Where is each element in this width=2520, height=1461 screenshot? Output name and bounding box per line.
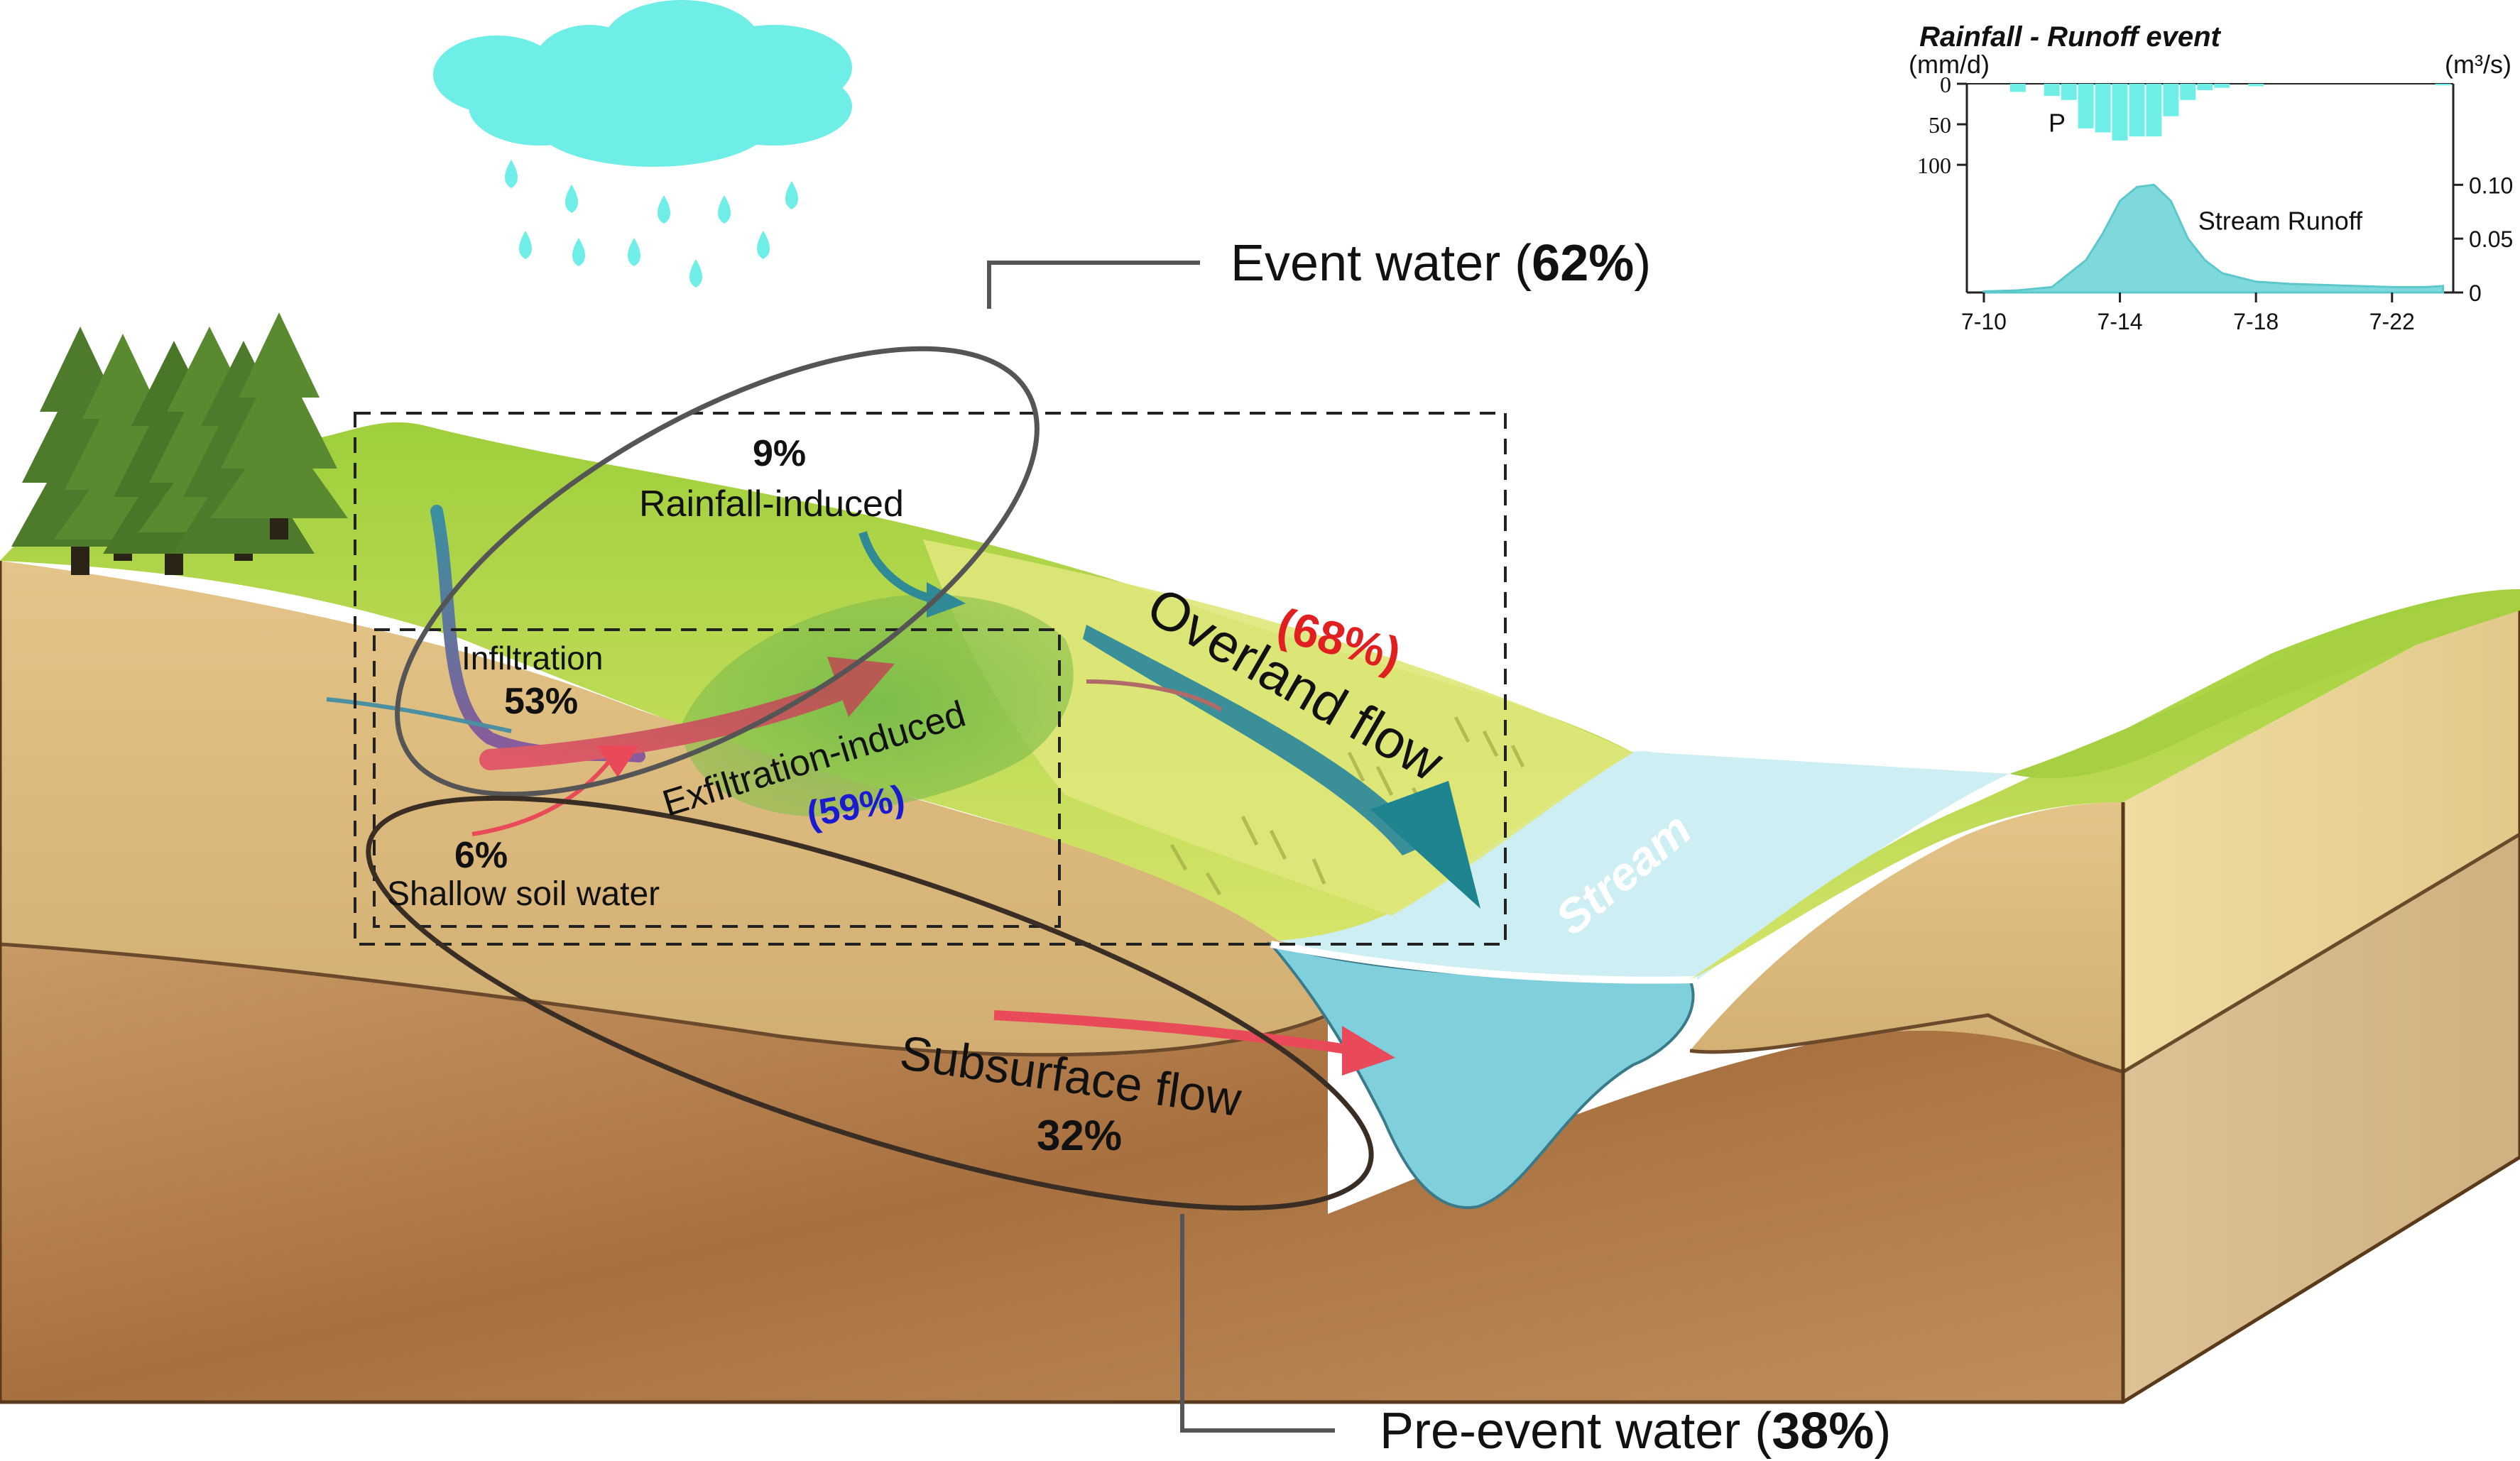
precip-bar xyxy=(2044,84,2060,97)
x-tick-label: 7-18 xyxy=(2233,309,2279,334)
precip-bar xyxy=(2078,84,2094,128)
tree-icon xyxy=(210,312,348,540)
precip-bar xyxy=(2061,84,2077,100)
pre-event-water-label: Pre-event water (38%) xyxy=(1380,1403,1891,1460)
landscape-block xyxy=(0,422,2520,1404)
rainfall-induced-arrow xyxy=(858,531,966,618)
precip-bar xyxy=(2163,84,2179,116)
left-tick-label: 0 xyxy=(1940,72,1951,97)
precip-bar xyxy=(2180,84,2196,100)
shallow-soil-water-arrow xyxy=(471,745,639,836)
precip-bar xyxy=(2129,84,2145,137)
event-water-ellipse xyxy=(395,346,1040,797)
right-grass xyxy=(1690,589,2520,980)
event-water-inner-box xyxy=(373,628,1061,928)
block-side-top xyxy=(2123,589,2520,1072)
precip-bar xyxy=(2146,84,2162,137)
precip-label: P xyxy=(2049,108,2066,137)
pre-event-water-leader xyxy=(1180,1214,1335,1433)
precip-bar xyxy=(2112,84,2128,141)
exfiltration-patch xyxy=(682,594,1074,816)
deep-soil-layer xyxy=(0,944,2123,1402)
x-tick-label: 7-10 xyxy=(1961,309,2007,334)
rainfall-runoff-chart: Rainfall - Runoff event (mm/d) (m³/s) 0 5… xyxy=(1909,21,2513,334)
precip-bar xyxy=(2095,84,2111,133)
top-soil-layer xyxy=(0,561,1335,1055)
tree-cluster xyxy=(11,312,348,575)
chart-title: Rainfall - Runoff event xyxy=(1919,21,2221,53)
left-tick-label: 100 xyxy=(1917,153,1951,178)
right-bank-soil xyxy=(1690,802,2123,1072)
subsurface-pct-label: 32% xyxy=(1037,1112,1122,1159)
block-side-deep xyxy=(2123,834,2520,1402)
shallow-pct-label: 6% xyxy=(454,835,508,876)
precip-bar xyxy=(2214,84,2230,88)
shallow-soil-water-label: Shallow soil water xyxy=(387,875,660,913)
runoff-area xyxy=(1982,183,2445,294)
infiltration-label: Infiltration xyxy=(462,640,603,677)
x-tick-label: 7-14 xyxy=(2098,309,2143,334)
rainfall-pct-label: 9% xyxy=(753,433,806,474)
left-tick-label: 50 xyxy=(1929,112,1951,138)
event-water-label: Event water (62%) xyxy=(1231,235,1651,292)
infiltration-pct-label: 53% xyxy=(504,681,578,722)
right-axis-unit: (m³/s) xyxy=(2445,50,2511,79)
raindrops-icon xyxy=(505,160,798,288)
precip-bar xyxy=(2009,84,2026,92)
precip-bar xyxy=(2248,84,2264,87)
subsurface-flow-arrow xyxy=(993,1010,1395,1076)
x-tick-label: 7-22 xyxy=(2369,309,2415,334)
right-tick-label: 0.10 xyxy=(2469,173,2513,198)
left-axis-unit: (mm/d) xyxy=(1909,50,1990,79)
event-water-outer-box xyxy=(354,412,1507,946)
rainfall-induced-label: Rainfall-induced xyxy=(639,483,904,525)
runoff-label: Stream Runoff xyxy=(2198,206,2363,235)
right-tick-label: 0.05 xyxy=(2469,226,2513,252)
right-tick-label: 0 xyxy=(2469,280,2482,306)
stream-surface xyxy=(1278,751,2009,980)
event-water-leader xyxy=(987,261,1200,309)
precip-bar xyxy=(2435,84,2451,86)
overland-flow-arrow xyxy=(1083,625,1480,909)
pre-event-water-ellipse xyxy=(366,795,1374,1211)
precip-bar xyxy=(2197,84,2213,91)
rain-cloud-icon xyxy=(433,0,852,167)
